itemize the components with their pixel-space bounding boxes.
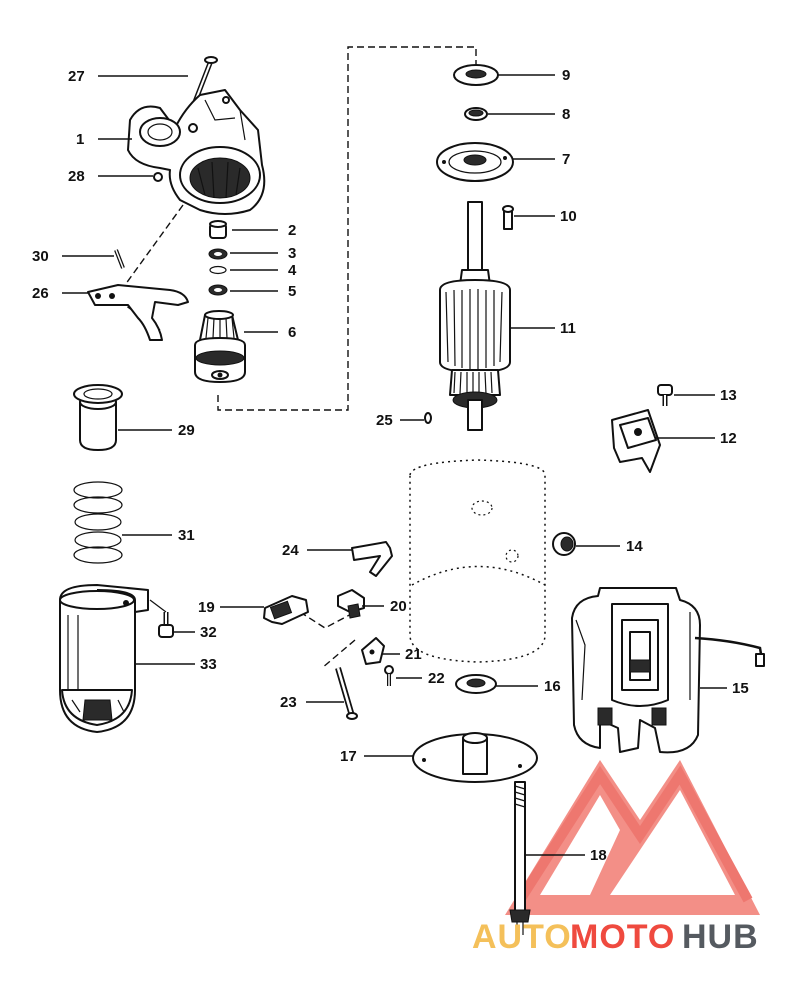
part-4-snap-ring	[209, 265, 227, 275]
callout-26: 26	[32, 285, 49, 302]
callout-28: 28	[68, 168, 85, 185]
callout-20: 20	[390, 598, 407, 615]
part-24-bracket	[351, 541, 393, 577]
part-15-frame-cover	[571, 587, 765, 754]
part-19-brush-holder	[263, 595, 309, 625]
callout-19: 19	[198, 599, 215, 616]
callout-24: 24	[282, 542, 299, 559]
callout-27: 27	[68, 68, 85, 85]
part-5-collar	[208, 284, 228, 296]
callout-12: 12	[720, 430, 737, 447]
watermark-moto: MOTO	[570, 918, 675, 956]
part-33-solenoid	[59, 584, 149, 733]
part-22-screw	[384, 665, 394, 686]
callout-2: 2	[288, 222, 296, 239]
callout-8: 8	[562, 106, 570, 123]
part-14-grommet	[552, 532, 576, 556]
watermark-auto: AUTO	[472, 918, 572, 956]
callout-1: 1	[76, 131, 84, 148]
part-16-washer	[455, 674, 497, 694]
callout-14: 14	[626, 538, 643, 555]
part-31-spring	[73, 481, 123, 564]
callout-30: 30	[32, 248, 49, 265]
callout-22: 22	[428, 670, 445, 687]
part-18-through-bolt	[509, 781, 531, 935]
callout-4: 4	[288, 262, 297, 279]
part-12-insulator	[611, 409, 661, 473]
callout-10: 10	[560, 208, 577, 225]
part-8-bearing	[464, 107, 488, 121]
watermark-hub: HUB	[682, 918, 759, 956]
callout-32: 32	[200, 624, 217, 641]
callout-15: 15	[732, 680, 749, 697]
callout-25: 25	[376, 412, 393, 429]
part-9-thrust-washer	[453, 64, 499, 86]
callout-13: 13	[720, 387, 737, 404]
callout-9: 9	[562, 67, 570, 84]
callout-7: 7	[562, 151, 570, 168]
part-11-armature	[439, 201, 511, 431]
field-frame-housing	[409, 459, 546, 663]
watermark-text: AUTO MOTO HUB	[472, 918, 759, 956]
part-32-screw	[149, 599, 174, 638]
part-6-starter-drive	[194, 310, 246, 383]
callout-29: 29	[178, 422, 195, 439]
part-13-screw	[657, 384, 673, 406]
part-20-brush	[337, 589, 365, 619]
part-3-washer	[208, 248, 228, 260]
part-26-shift-lever	[87, 284, 189, 341]
part-25-pin	[424, 412, 432, 424]
part-21-brush	[361, 637, 385, 665]
callout-33: 33	[200, 656, 217, 673]
part-23-pin	[335, 667, 358, 720]
part-29-spring-cup	[73, 384, 123, 451]
part-28-screw	[153, 172, 163, 182]
callout-3: 3	[288, 245, 296, 262]
callout-31: 31	[178, 527, 195, 544]
part-7-end-plate	[436, 142, 514, 182]
part-30-pin	[114, 249, 125, 269]
callout-6: 6	[288, 324, 296, 341]
callout-23: 23	[280, 694, 297, 711]
callout-21: 21	[405, 646, 422, 663]
callout-5: 5	[288, 283, 296, 300]
callout-11: 11	[560, 320, 576, 337]
leader-lines	[62, 74, 727, 856]
part-17-end-plate	[412, 732, 538, 783]
part-1-drive-housing	[127, 89, 266, 215]
callout-labels: 27 1 28 30 26 2 3 4 5 6 9 8 7 10 11 25 1…	[32, 67, 749, 864]
callout-16: 16	[544, 678, 561, 695]
watermark-logo	[505, 760, 760, 915]
part-10-screw	[502, 205, 514, 230]
callout-18: 18	[590, 847, 607, 864]
callout-17: 17	[340, 748, 357, 765]
part-2-bushing	[209, 220, 227, 239]
